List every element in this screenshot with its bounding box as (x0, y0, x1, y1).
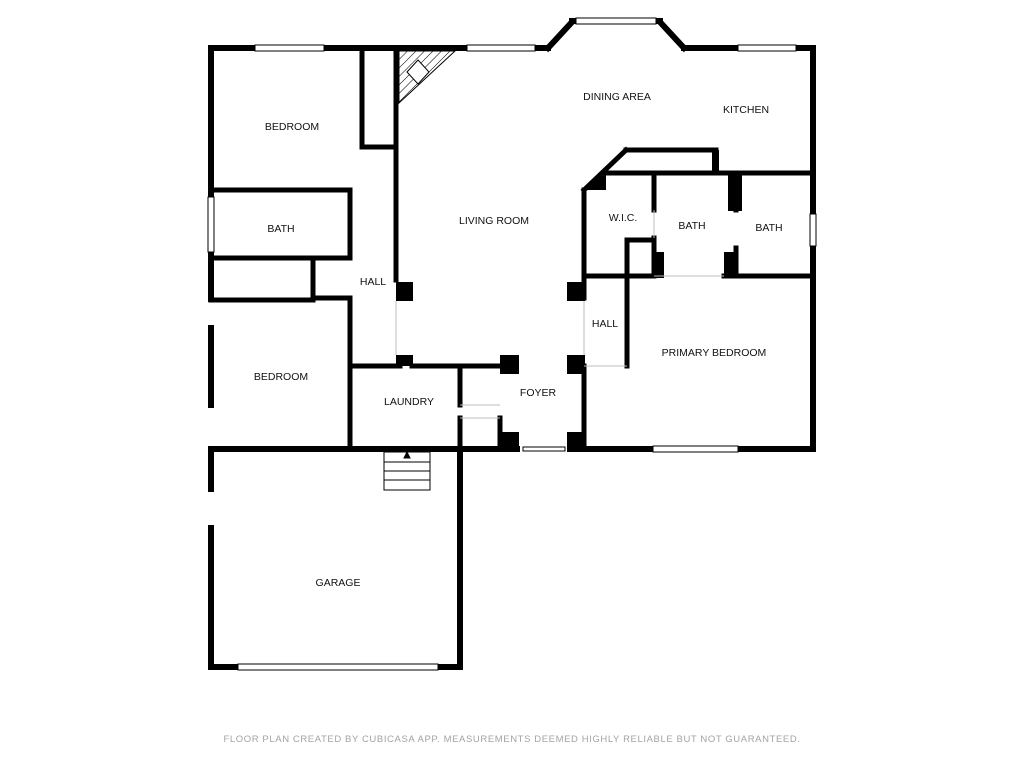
label-laundry: LAUNDRY (384, 396, 434, 408)
door-openings (395, 210, 724, 419)
label-kitchen: KITCHEN (723, 104, 769, 116)
window-kitchen (737, 44, 797, 52)
window-bedroom-top (254, 44, 325, 52)
window-bay (575, 17, 657, 25)
label-bedroom-1: BEDROOM (265, 121, 319, 133)
label-hall-1: HALL (360, 276, 386, 288)
window-bath-right (809, 213, 817, 247)
window-bath-left (207, 196, 215, 253)
label-garage: GARAGE (316, 577, 361, 589)
window-foyer-door (522, 446, 566, 452)
label-bath-1: BATH (267, 223, 294, 235)
fireplace (398, 50, 457, 105)
garage-steps (383, 450, 431, 491)
label-bath-2: BATH (678, 220, 705, 232)
window-primary-bottom (652, 445, 739, 453)
label-bath-3: BATH (755, 222, 782, 234)
label-foyer: FOYER (520, 387, 557, 399)
label-bedroom-2: BEDROOM (254, 371, 308, 383)
up-arrow-icon (403, 450, 411, 459)
garage-door (237, 663, 439, 671)
room-labels: BEDROOM BATH HALL BEDROOM LAUNDRY GARAGE… (254, 91, 783, 589)
label-living-room: LIVING ROOM (459, 215, 529, 227)
exterior-walls (208, 17, 816, 670)
label-dining-area: DINING AREA (583, 91, 651, 103)
footer-disclaimer: FLOOR PLAN CREATED BY CUBICASA APP. MEAS… (223, 734, 801, 745)
label-wic: W.I.C. (609, 212, 638, 224)
wall-posts (396, 150, 742, 452)
windows (207, 17, 817, 671)
label-primary-bedroom: PRIMARY BEDROOM (662, 347, 767, 359)
label-hall-2: HALL (592, 318, 618, 330)
window-dining (466, 44, 536, 52)
